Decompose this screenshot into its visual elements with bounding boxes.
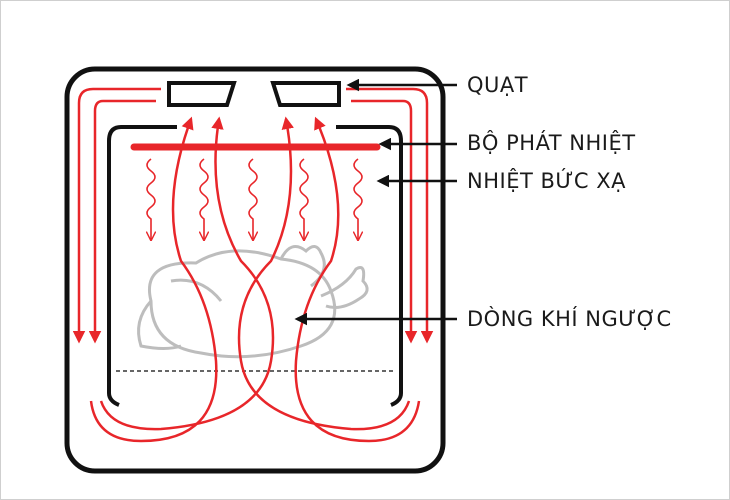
- fan-label: QUẠT: [467, 73, 529, 97]
- chicken-illustration: [137, 245, 369, 359]
- reverse-airflow: [89, 116, 421, 443]
- heater-label: BỘ PHÁT NHIỆT: [467, 131, 636, 155]
- inner-basket-right: [336, 125, 403, 407]
- inner-basket-left: [107, 125, 177, 407]
- radiant-heat-waves: [147, 158, 362, 239]
- outer-housing: [64, 66, 446, 474]
- fan-left: [167, 81, 237, 107]
- reverse-airflow-label: DÒNG KHÍ NGƯỢC: [467, 307, 672, 331]
- side-airflow: [72, 87, 434, 344]
- fan-right: [270, 81, 341, 107]
- label-pointers: [294, 78, 457, 326]
- radiant-heat-label: NHIỆT BỨC XẠ: [467, 169, 626, 193]
